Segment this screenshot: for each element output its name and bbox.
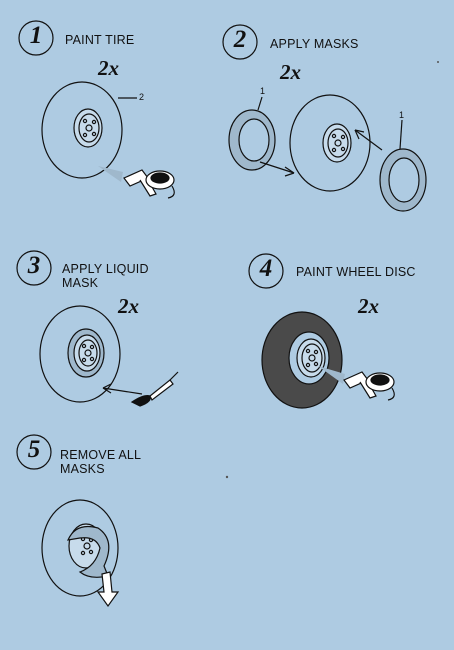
step-1-number-circle bbox=[18, 20, 54, 56]
step-5-peeled-mask bbox=[66, 525, 110, 578]
step-4-spray bbox=[318, 366, 345, 384]
step-3-arrow bbox=[102, 387, 143, 395]
step-2-tire bbox=[289, 94, 371, 192]
step-1-tire bbox=[41, 81, 123, 179]
step-4-multiplier: 2x bbox=[358, 294, 379, 318]
step-1-number: 1 bbox=[29, 22, 43, 49]
step-3-title-line2: MASK bbox=[62, 276, 99, 290]
step-5-number-circle bbox=[16, 434, 52, 470]
step-2-number: 2 bbox=[233, 26, 247, 53]
step-1-wheel-disc bbox=[73, 108, 103, 148]
step-1-multiplier: 2x bbox=[98, 56, 119, 80]
step-4-title: PAINT WHEEL DISC bbox=[296, 265, 416, 279]
step-1-title: PAINT TIRE bbox=[65, 33, 135, 47]
airbrush-icon bbox=[123, 169, 175, 199]
step-2-number-circle bbox=[222, 24, 258, 60]
step-5-title-line2: MASKS bbox=[60, 462, 105, 476]
step-5-illustration bbox=[16, 434, 120, 608]
step-1-spray bbox=[98, 166, 123, 182]
step-3-number-circle bbox=[16, 250, 52, 286]
callout-mask-left: 1 bbox=[260, 86, 266, 96]
step-2-arrow-left bbox=[259, 161, 295, 174]
callout-tire: 2 bbox=[139, 92, 145, 102]
step-5-title-line1: REMOVE ALL bbox=[60, 448, 142, 462]
step-5-tire bbox=[41, 499, 119, 597]
step-1-illustration bbox=[18, 20, 137, 182]
step-4-number: 4 bbox=[259, 255, 273, 282]
speck bbox=[225, 475, 229, 479]
paintbrush-icon bbox=[130, 371, 179, 407]
step-2-illustration bbox=[222, 24, 427, 212]
step-4-illustration bbox=[248, 253, 395, 409]
step-2-arrow-right bbox=[354, 129, 383, 151]
step-4-number-circle bbox=[248, 253, 284, 289]
step-4-wheel-disc bbox=[296, 338, 326, 378]
peel-arrow-icon bbox=[96, 571, 120, 608]
step-2-multiplier: 2x bbox=[280, 60, 301, 84]
step-5-number: 5 bbox=[27, 436, 41, 463]
step-3-number: 3 bbox=[27, 252, 41, 279]
step-3-multiplier: 2x bbox=[118, 294, 139, 318]
step-3-title-line1: APPLY LIQUID bbox=[62, 262, 149, 276]
callout-mask-right: 1 bbox=[399, 110, 405, 120]
step-3-illustration bbox=[16, 250, 143, 403]
speck bbox=[437, 61, 439, 63]
step-2-title: APPLY MASKS bbox=[270, 37, 359, 51]
step-3-tire bbox=[39, 305, 121, 403]
